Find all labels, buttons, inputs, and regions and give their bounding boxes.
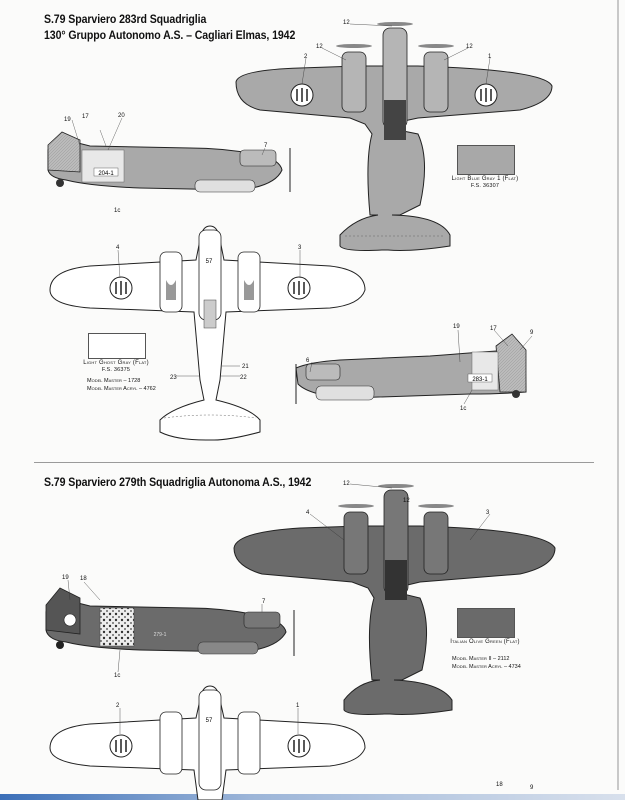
callout-1: 1: [488, 54, 492, 60]
model-master-acryl-ref: Model Master Acryl – 4734: [452, 664, 521, 670]
swatch-fs: F.S. 36307: [470, 183, 500, 189]
fuselage-code-3: 279-1: [154, 632, 167, 638]
callout-2: 2: [304, 54, 308, 60]
callout-12: 12: [343, 20, 350, 26]
callout-9: 9: [530, 785, 534, 791]
page-edge: [617, 0, 619, 790]
paint-refs-ghost-gray: Model Master – 1728 Model Master Acryl –…: [87, 377, 156, 393]
callout-1c: 1c: [114, 673, 120, 679]
paint-refs-olive-green: Model Master II – 2112 Model Master Acry…: [452, 655, 521, 671]
callout-2: 2: [116, 703, 120, 709]
callout-4: 4: [116, 245, 120, 251]
section-1-title: S.79 Sparviero 283rd Squadriglia: [44, 14, 207, 26]
callout-3: 3: [486, 510, 490, 516]
swatch-caption-olive-green: Italian Olive Green (Flat): [430, 639, 540, 646]
callout-1: 1: [296, 703, 300, 709]
plane-top-view-1: [235, 22, 553, 251]
callout-7: 7: [262, 599, 266, 605]
callout-12: 12: [343, 481, 350, 487]
tail-marking-57-b: 57: [206, 718, 213, 724]
callout-21: 21: [242, 364, 249, 370]
callout-20: 20: [118, 113, 125, 119]
swatch-light-blue-gray: [457, 145, 515, 175]
callout-3: 3: [298, 245, 302, 251]
section-divider: [34, 462, 594, 463]
fuselage-code-1: 204-1: [98, 171, 114, 177]
callout-4: 4: [306, 510, 310, 516]
swatch-caption-light-ghost-gray: Light Ghost Gray (Flat) F.S. 36375: [60, 360, 172, 374]
swatch-light-ghost-gray: [88, 333, 146, 359]
callout-18: 18: [496, 782, 503, 788]
callout-18: 18: [80, 576, 87, 582]
swatch-caption-light-blue-gray: Light Blue Gray 1 (Flat) F.S. 36307: [430, 176, 540, 190]
fuselage-code-2: 283-1: [472, 377, 488, 383]
callout-19: 19: [62, 575, 69, 581]
plane-side-view-3: 279-1: [45, 587, 295, 656]
callout-22: 22: [240, 375, 247, 381]
tail-marking-57: 57: [206, 259, 213, 265]
model-master-ref: Model Master II – 2112: [452, 656, 510, 662]
plane-side-view-1: 204-1: [47, 117, 291, 193]
callout-1c: 1c: [460, 406, 466, 412]
swatch-name: Italian Olive Green (Flat): [450, 639, 520, 645]
section-1-subtitle: 130° Gruppo Autonomo A.S. – Cagliari Elm…: [44, 30, 296, 42]
section-2-title: S.79 Sparviero 279th Squadriglia Autonom…: [44, 477, 312, 489]
swatch-fs: F.S. 36375: [101, 367, 131, 373]
model-master-acryl-ref: Model Master Acryl – 4762: [87, 386, 156, 392]
leader-lines: [67, 23, 533, 734]
plane-bottom-view-2: 57: [49, 685, 366, 800]
swatch-italian-olive-green: [457, 608, 515, 638]
model-master-ref: Model Master – 1728: [87, 378, 141, 384]
callout-12: 12: [466, 44, 473, 50]
callout-17: 17: [82, 114, 89, 120]
callout-6: 6: [306, 358, 310, 364]
callout-19: 19: [64, 117, 71, 123]
plane-top-view-2: [233, 484, 556, 715]
callout-12: 12: [316, 44, 323, 50]
callout-1c: 1c: [114, 208, 120, 214]
callout-7: 7: [264, 143, 268, 149]
callout-12: 12: [403, 498, 410, 504]
scan-edge: [0, 794, 625, 800]
swatch-name: Light Blue Gray 1 (Flat): [451, 176, 519, 182]
callout-9: 9: [530, 330, 534, 336]
swatch-name: Light Ghost Gray (Flat): [83, 360, 149, 366]
callout-19: 19: [453, 324, 460, 330]
callout-numbers: 12 12 12 2 1 19 17 20 7 1c 4 3 21 23 22 …: [62, 20, 534, 791]
plane-bottom-view-1: 57: [49, 225, 366, 441]
callout-17: 17: [490, 326, 497, 332]
callout-23: 23: [170, 375, 177, 381]
plane-side-view-2: 283-1: [295, 333, 527, 404]
